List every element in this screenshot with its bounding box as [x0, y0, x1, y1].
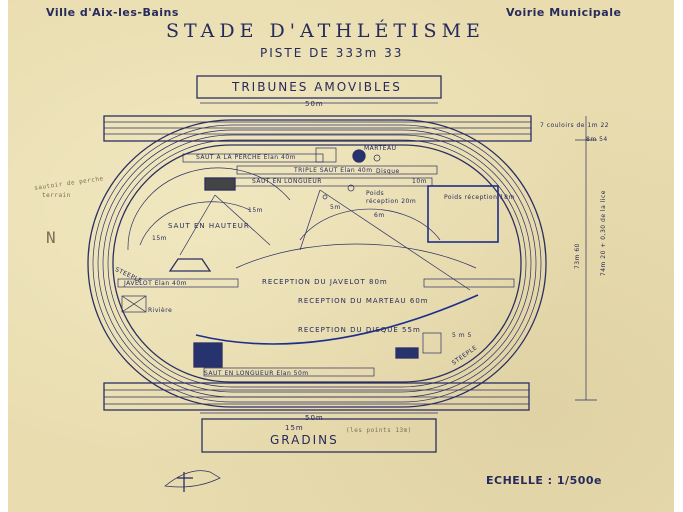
paper-background [8, 0, 674, 512]
javelin-runway-right [423, 278, 515, 288]
bottom-stands-width: 50m [305, 414, 324, 422]
scale-label: ECHELLE : 1/500e [486, 474, 602, 487]
bottom-stands-box [201, 418, 437, 453]
javelin-arc [235, 243, 477, 269]
shot-put-label: Poids réception 18m [444, 194, 515, 201]
total-length: 73m 60 [574, 243, 581, 270]
long-jump-runway-2 [203, 367, 375, 377]
hammer-circle [352, 149, 366, 163]
long-jump-pit-2 [193, 342, 223, 368]
city-label: Ville d'Aix-les-Bains [46, 6, 179, 19]
hammer-arc [299, 208, 441, 241]
high-jump-pit [168, 258, 212, 272]
pole-vault-runway [182, 153, 324, 163]
page-title: STADE D'ATHLÉTISME [166, 20, 485, 42]
javelin-landing-label: RECEPTION DU JAVELOT 80m [262, 278, 388, 286]
top-straight [103, 115, 532, 142]
hammer-label: MARTEAU [364, 145, 397, 152]
reception-6m-label: 6m [374, 212, 385, 219]
bottom-stands-sub: 15m [285, 424, 304, 432]
top-stands-width: 50m [305, 100, 324, 108]
riviere-label: Rivière [148, 307, 173, 314]
poids-label: Poids [366, 190, 385, 197]
discus-arc [195, 294, 479, 345]
high-jump-radius: 15m [248, 207, 263, 214]
oval-track [87, 119, 547, 408]
department-label: Voirie Municipale [506, 6, 622, 19]
javelin-runup-label: JAVELOT Elan 40m [124, 280, 188, 287]
javelin-runway [117, 278, 239, 288]
pole-vault-label: SAUT A LA PERCHE Elan 40m [196, 154, 296, 161]
long-jump-label: SAUT EN LONGUEUR [252, 178, 322, 185]
discus-landing-label: RECEPTION DU DISQUE 55m [298, 326, 421, 334]
high-jump-radius-2: 15m [152, 235, 167, 242]
top-stands-box [196, 75, 442, 99]
pole-vault-pit [315, 147, 337, 163]
top-stands-label: TRIBUNES AMOVIBLES [232, 80, 402, 94]
jump-pit-right [395, 347, 419, 359]
zone-5x5-label: 5 m 5 [452, 332, 472, 339]
right-pit [422, 332, 442, 354]
inner-dimension: 74m 20 + 0,30 de la lice [600, 190, 607, 277]
reception-5m-label: 5m [330, 204, 341, 211]
hammer-landing-label: RECEPTION DU MARTEAU 60m [298, 297, 429, 305]
reception-10m-label: 10m [412, 178, 427, 185]
high-jump-fan [127, 167, 291, 251]
lanes-dim: 8m 54 [586, 136, 608, 143]
long-jump-pit [204, 177, 236, 191]
javelin-sketch-icon [164, 470, 221, 492]
pencil-note-left-2: terrain [42, 192, 71, 199]
bottom-stands-label: GRADINS [270, 433, 339, 447]
lanes-note: 7 couloirs de 1m 22 [540, 122, 610, 129]
long-jump-2-label: SAUT EN LONGUEUR Elan 50m [204, 370, 309, 377]
high-jump-label: SAUT EN HAUTEUR [168, 222, 250, 230]
disque-label: Disque [376, 168, 400, 175]
north-mark: N [46, 228, 57, 247]
reception-20-label: réception 20m [366, 198, 417, 205]
bottom-straight [103, 382, 530, 411]
triple-jump-label: TRIPLE SAUT Elan 40m [294, 167, 373, 174]
gradins-pencil-note: (les points 13m) [346, 427, 412, 434]
shot-put-zone [427, 185, 499, 243]
page-subtitle: PISTE DE 333m 33 [260, 46, 404, 60]
